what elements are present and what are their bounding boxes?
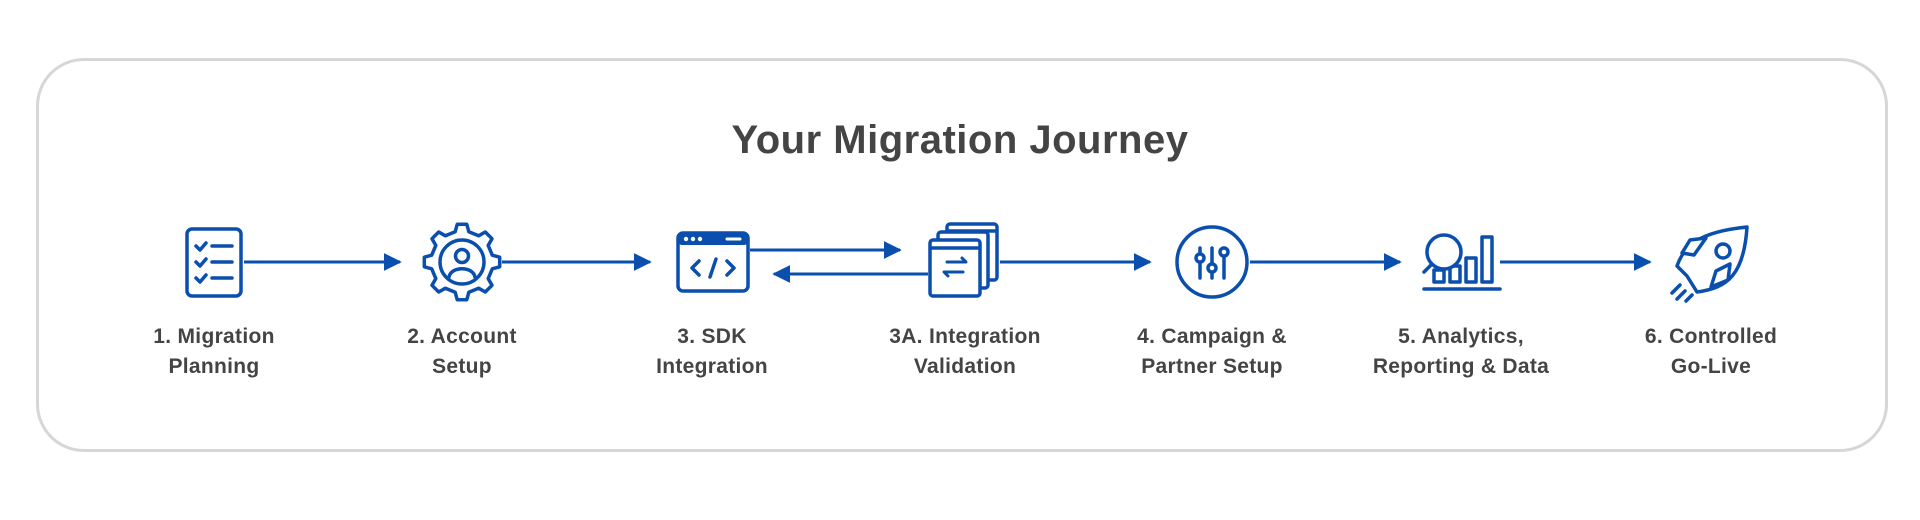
step-6-line-1: 6. Controlled — [1644, 325, 1778, 348]
step-4-line-2: Partner Setup — [1141, 355, 1283, 378]
step-3-line-1: 3. SDK — [677, 325, 747, 348]
sliders-icon — [1175, 225, 1249, 299]
step-4-line-1: 4. Campaign & — [1137, 325, 1287, 348]
checklist-icon — [185, 227, 243, 298]
step-2-line-2: Setup — [432, 355, 492, 378]
analytics-chart-icon — [1422, 233, 1502, 291]
diagram-title: Your Migration Journey — [731, 118, 1189, 162]
step-3a-line-2: Validation — [913, 355, 1017, 378]
step-label-1: 1. Migration Planning — [94, 322, 334, 382]
step-label-2: 2. Account Setup — [342, 322, 582, 382]
step-5-line-1: 5. Analytics, — [1398, 325, 1524, 348]
step-label-5: 5. Analytics, Reporting & Data — [1341, 322, 1581, 382]
step-6-line-2: Go-Live — [1670, 355, 1752, 378]
code-window-icon — [676, 231, 750, 293]
step-label-6: 6. Controlled Go-Live — [1591, 322, 1831, 382]
step-3-line-2: Integration — [656, 355, 768, 378]
rocket-icon — [1670, 225, 1749, 303]
step-2-line-1: 2. Account — [407, 325, 517, 348]
step-1-line-2: Planning — [168, 355, 260, 378]
step-label-3: 3. SDK Integration — [592, 322, 832, 382]
connectors — [244, 241, 1652, 283]
step-1-line-1: 1. Migration — [153, 325, 275, 348]
step-5-line-2: Reporting & Data — [1372, 355, 1550, 378]
step-label-3a: 3A. Integration Validation — [845, 322, 1085, 382]
gear-user-icon — [422, 222, 502, 302]
sync-windows-icon — [928, 222, 999, 298]
step-3a-line-1: 3A. Integration — [889, 325, 1041, 348]
step-label-4: 4. Campaign & Partner Setup — [1092, 322, 1332, 382]
